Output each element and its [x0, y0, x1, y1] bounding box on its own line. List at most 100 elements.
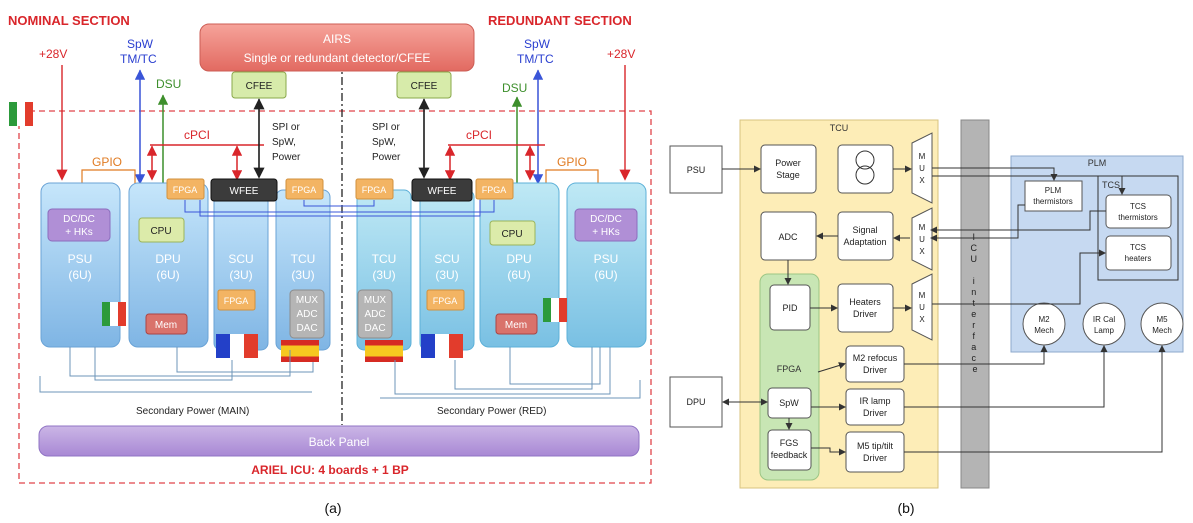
cfee-left-label: CFEE [246, 81, 273, 92]
italy-flag-dpu-right [543, 298, 567, 322]
italy-flag-top [9, 102, 33, 126]
m5-mech [1140, 302, 1184, 346]
redundant-section-title: REDUNDANT SECTION [488, 13, 632, 28]
wfee-right-label: WFEE [428, 186, 457, 197]
icu-interface-label: I C U i n t e r f a c e [970, 232, 979, 374]
italy-flag-dpu-left [102, 302, 126, 326]
mux-adc-dac-left [289, 289, 325, 339]
dcdc-left-label: DC/DC+ HKs [63, 214, 95, 238]
cpu-right [489, 220, 536, 246]
scu-right-label: SCU(3U) [434, 252, 459, 282]
plm-area-title: PLM [1088, 158, 1107, 168]
adc-label: ADC [778, 232, 798, 242]
tcs-thermistors-box [1105, 194, 1172, 229]
mux-adc-dac-right [357, 289, 393, 339]
panel-a: NOMINAL SECTION REDUNDANT SECTION AIRS S… [8, 13, 652, 516]
mem-left [145, 313, 188, 335]
m2-mech [1022, 302, 1066, 346]
cpu-left [138, 217, 185, 243]
svg-text:MUX: MUX [919, 291, 926, 324]
mem-right [495, 313, 538, 335]
france-flag-left [216, 334, 258, 358]
ir-lamp-box [845, 388, 905, 426]
cpu-right-label: CPU [501, 229, 522, 240]
tmtc-left-label: TM/TC [120, 52, 157, 66]
mem-right-label: Mem [505, 320, 527, 331]
cpci-right-label: cPCI [466, 128, 492, 142]
fpga-label: FPGA [173, 185, 198, 195]
fpga-area-label: FPGA [777, 364, 802, 374]
fpga-tcu-left [285, 178, 324, 200]
tmtc-right-label: TM/TC [517, 52, 554, 66]
ir-cal-lamp [1082, 302, 1126, 346]
tcs-group-label: TCS [1102, 180, 1120, 190]
cfee-right-label: CFEE [411, 81, 438, 92]
m2-refocus-box [845, 345, 905, 383]
wfee-left [210, 178, 278, 202]
fpga-label: FPGA [362, 185, 387, 195]
spw-right-label: SpW [524, 37, 551, 51]
plus28v-left-label: +28V [39, 47, 67, 61]
tcs-group [1097, 175, 1179, 281]
fpga-label: FPGA [482, 185, 507, 195]
spain-flag-right [365, 340, 403, 362]
svg-text:MUX: MUX [919, 152, 926, 185]
caption-b: (b) [897, 500, 914, 516]
tcu-right-label: TCU(3U) [372, 252, 397, 282]
cfee-left [231, 71, 287, 99]
dsu-left-label: DSU [156, 77, 181, 91]
psu-right-label: PSU(6U) [594, 252, 619, 282]
pid-label: PID [782, 303, 798, 313]
psu-box [669, 145, 723, 194]
power-stage-box [760, 144, 817, 194]
cpci-left-label: cPCI [184, 128, 210, 142]
spi-right-label: SPI or SpW, Power [372, 122, 403, 163]
spi-left-label: SPI or SpW, Power [272, 122, 303, 163]
cpu-left-label: CPU [150, 226, 171, 237]
dcdc-right-label: DC/DC+ HKs [590, 214, 622, 238]
fpga-dpu-right [475, 178, 514, 200]
dpu-box [669, 376, 723, 428]
plm-thermistors-box [1024, 180, 1083, 212]
heaters-driver-box [837, 283, 894, 333]
fpga-scu-right [426, 289, 465, 311]
fpga-label: FPGA [292, 185, 317, 195]
fpga-tcu-right [355, 178, 394, 200]
fpga-label: FPGA [433, 296, 458, 306]
secondary-power-red: Secondary Power (RED) [437, 406, 546, 417]
dsu-right-label: DSU [502, 81, 527, 95]
transformer-icon [855, 150, 875, 185]
cfee-right [396, 71, 452, 99]
airs-subtitle: Single or redundant detector/CFEE [244, 51, 431, 65]
fpga-scu-left [217, 289, 256, 311]
dpu-left-label: DPU(6U) [155, 252, 180, 282]
back-panel-label: Back Panel [309, 435, 370, 449]
dpu-right-label: DPU(6U) [506, 252, 531, 282]
psu-box-label: PSU [687, 165, 706, 175]
tcs-heaters-box [1105, 235, 1172, 271]
scu-left-label: SCU(3U) [228, 252, 253, 282]
spain-flag-left [281, 340, 319, 362]
spw-left-label: SpW [127, 37, 154, 51]
fgs-feedback-box [767, 429, 812, 471]
psu-left-label: PSU(6U) [68, 252, 93, 282]
back-panel [38, 425, 640, 457]
panel-b: TCU FPGA I C U i n t e r f a c e PLM TCS… [669, 119, 1184, 516]
connectors [722, 165, 1166, 456]
airs-box [199, 23, 475, 72]
dpu-box-label: DPU [686, 397, 705, 407]
wfee-right [411, 178, 473, 202]
